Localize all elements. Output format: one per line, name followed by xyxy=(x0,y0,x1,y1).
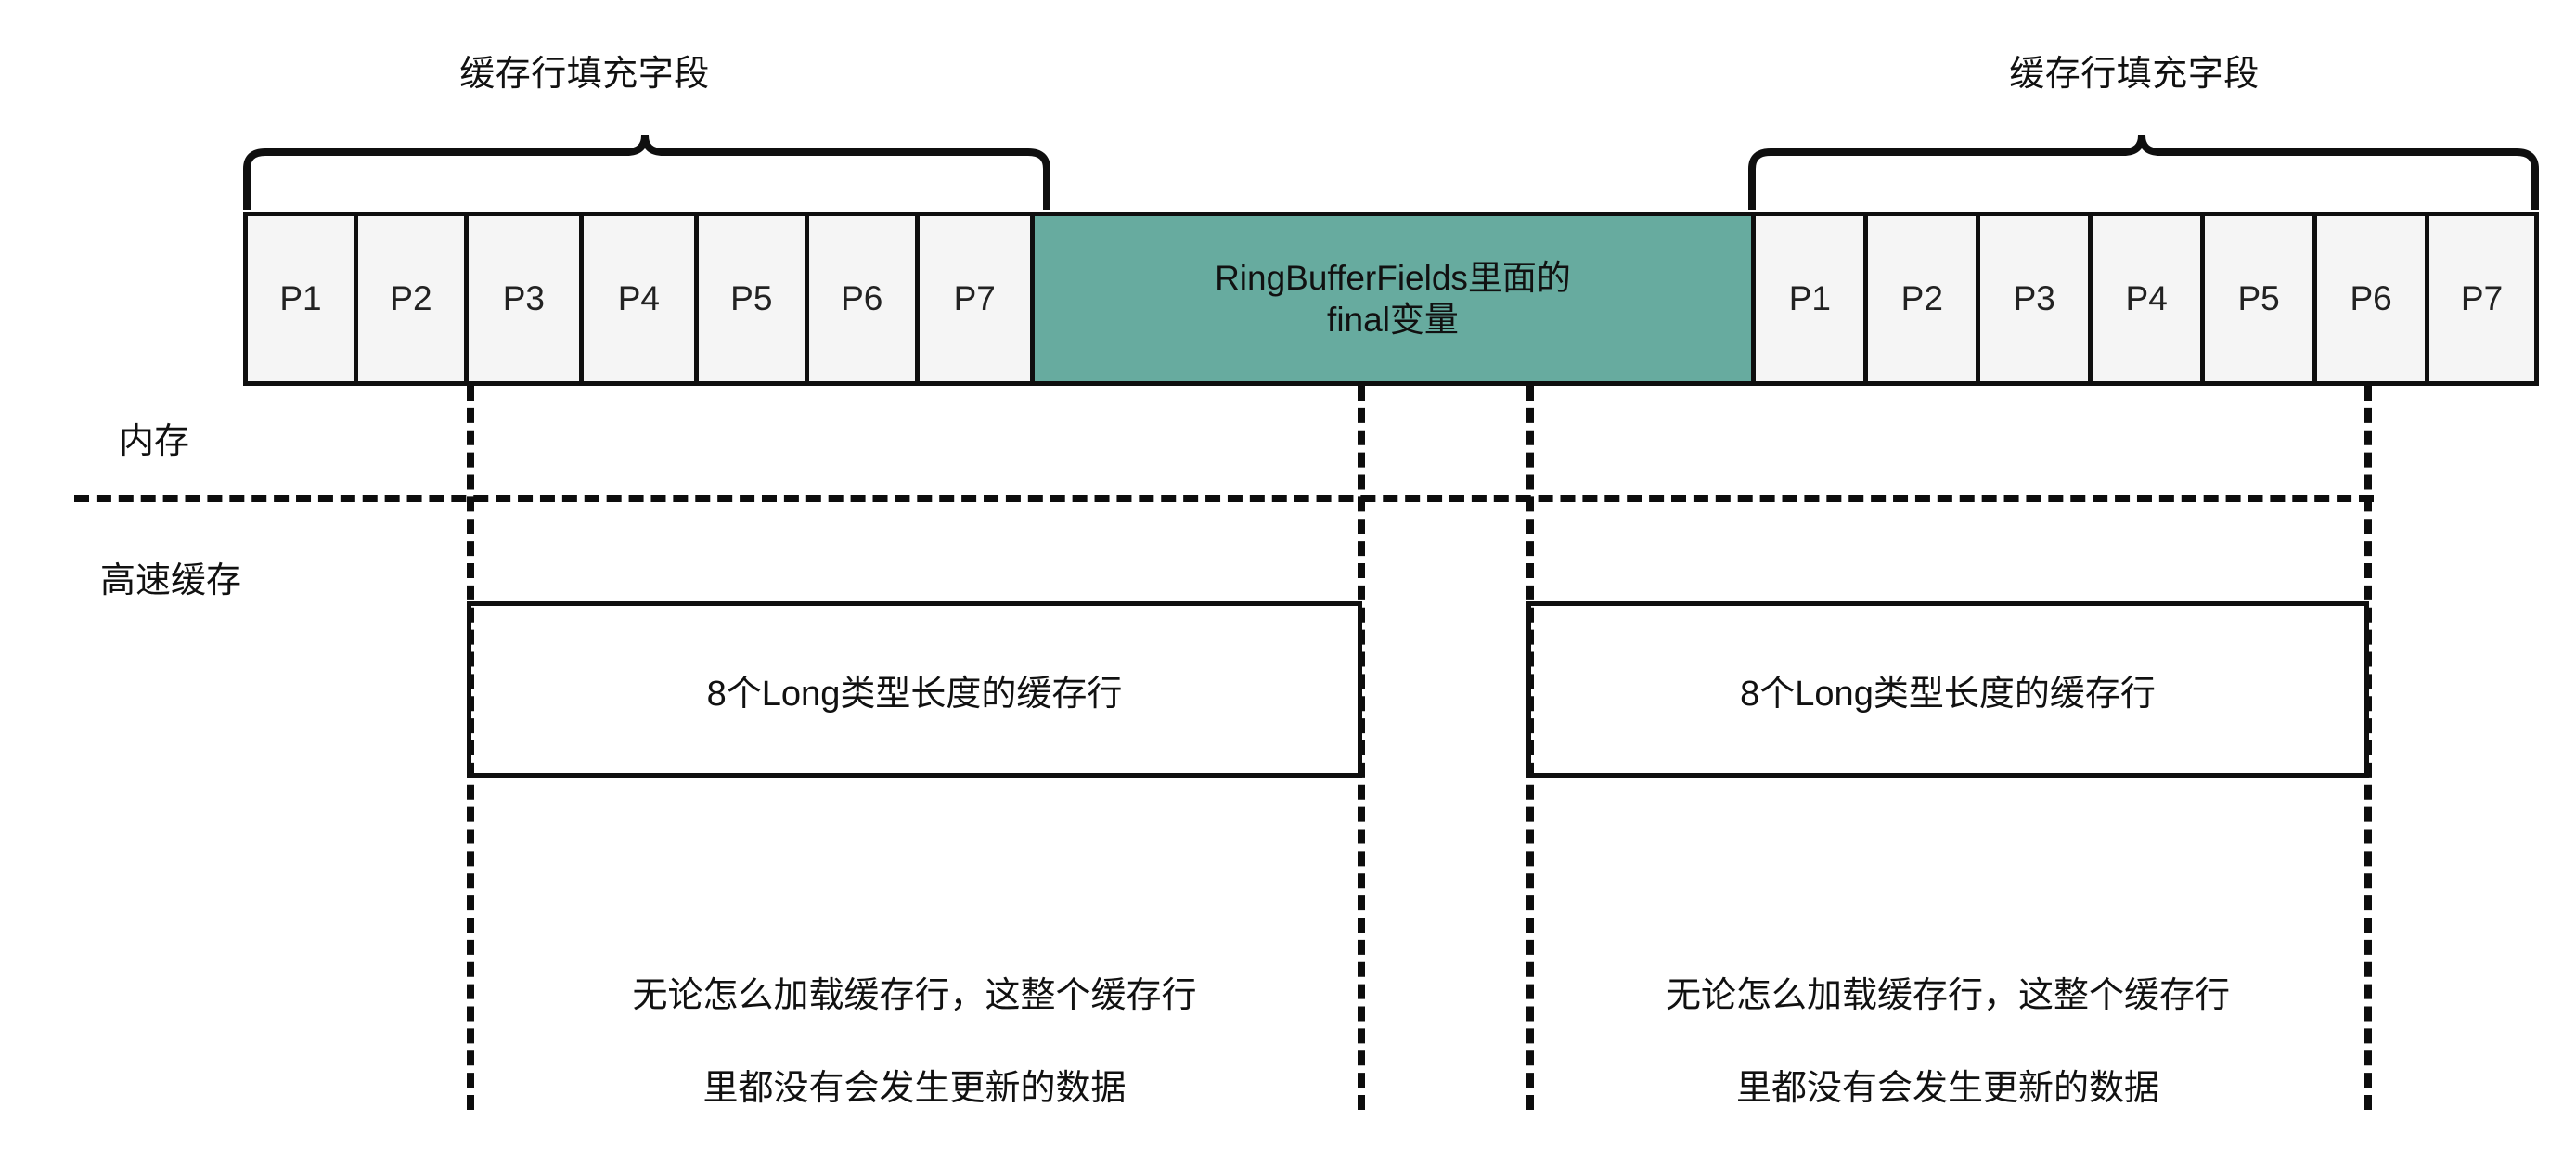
caption-right-line-2: 里都没有会发生更新的数据 xyxy=(1735,1069,2159,1109)
memory-layout-row: P1 P2 P3 P4 P5 P6 P7 RingBufferFields里面的… xyxy=(243,212,2539,386)
caption-right-line-1: 无论怎么加载缓存行，这整个缓存行 xyxy=(1665,976,2230,1016)
final-fields-line-2: final变量 xyxy=(1327,301,1459,339)
left-brace-label: 缓存行填充字段 xyxy=(459,55,710,94)
cache-line-box-left: 8个Long类型长度的缓存行 xyxy=(467,601,1362,778)
memory-cell-left-p3: P3 xyxy=(468,216,584,381)
caption-left-line-1: 无论怎么加载缓存行，这整个缓存行 xyxy=(632,976,1197,1016)
cache-line-box-right: 8个Long类型长度的缓存行 xyxy=(1526,601,2369,778)
memory-section-label: 内存 xyxy=(119,422,190,461)
memory-cell-left-p2: P2 xyxy=(357,216,469,381)
right-brace-label: 缓存行填充字段 xyxy=(2009,55,2260,94)
memory-cell-left-p5: P5 xyxy=(698,216,809,381)
memory-cache-divider xyxy=(74,495,2374,502)
caption-left: 无论怎么加载缓存行，这整个缓存行 里都没有会发生更新的数据 xyxy=(467,926,1362,1159)
memory-cell-left-p7: P7 xyxy=(919,216,1035,381)
memory-cell-final-fields: RingBufferFields里面的 final变量 xyxy=(1034,216,1757,381)
cache-line-label-left: 8个Long类型长度的缓存行 xyxy=(706,674,1123,714)
memory-cell-left-p4: P4 xyxy=(583,216,699,381)
memory-cell-right-p4: P4 xyxy=(2093,216,2206,381)
memory-cell-left-p6: P6 xyxy=(808,216,920,381)
memory-cell-right-p1: P1 xyxy=(1756,216,1869,381)
memory-cell-right-p7: P7 xyxy=(2429,216,2535,381)
left-curly-brace xyxy=(243,135,1050,210)
cache-line-label-right: 8个Long类型长度的缓存行 xyxy=(1740,674,2156,714)
right-curly-brace xyxy=(1748,135,2539,210)
cache-section-label: 高速缓存 xyxy=(100,561,242,600)
memory-cell-right-p6: P6 xyxy=(2317,216,2430,381)
memory-cell-right-p3: P3 xyxy=(1980,216,2093,381)
caption-right: 无论怎么加载缓存行，这整个缓存行 里都没有会发生更新的数据 xyxy=(1526,926,2369,1159)
final-fields-line-1: RingBufferFields里面的 xyxy=(1215,258,1571,297)
memory-cell-right-p5: P5 xyxy=(2205,216,2318,381)
memory-cell-right-p2: P2 xyxy=(1868,216,1981,381)
caption-left-line-2: 里都没有会发生更新的数据 xyxy=(702,1069,1127,1109)
memory-cell-left-p1: P1 xyxy=(248,216,358,381)
